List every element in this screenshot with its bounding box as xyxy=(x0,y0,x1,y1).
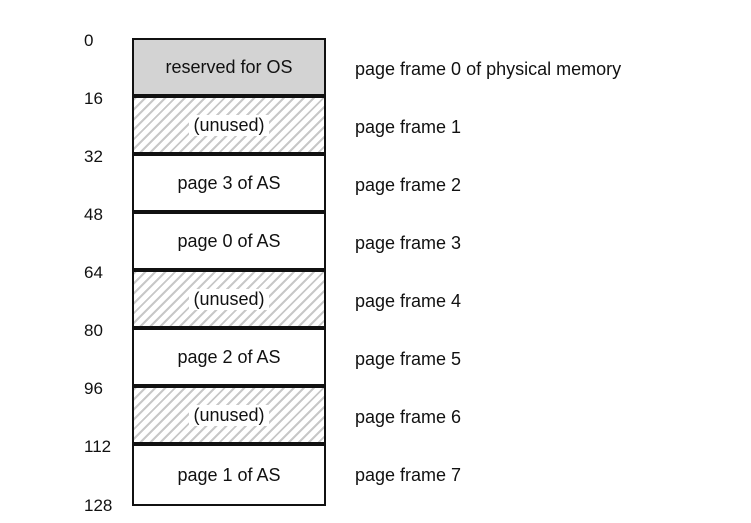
frame-box-5: page 2 of AS xyxy=(132,328,326,386)
address-label: 64 xyxy=(84,263,103,282)
address-label: 112 xyxy=(84,437,112,456)
frame-box-3: page 0 of AS xyxy=(132,212,326,270)
frame-content: reserved for OS xyxy=(165,56,293,77)
address-label: 0 xyxy=(84,31,94,50)
frame-label-0: page frame 0 of physical memory xyxy=(355,59,622,79)
address-label: 48 xyxy=(84,205,103,224)
frame-label-3: page frame 3 xyxy=(355,233,462,253)
frame-label-4: page frame 4 xyxy=(355,291,462,311)
frame-content: page 3 of AS xyxy=(177,172,281,193)
frame-content: (unused) xyxy=(189,114,269,136)
frame-box-1: (unused) xyxy=(132,96,326,154)
frame-content: page 2 of AS xyxy=(177,346,281,367)
frame-label-5: page frame 5 xyxy=(355,349,462,369)
address-label: 96 xyxy=(84,379,103,398)
address-label: 128 xyxy=(84,496,113,515)
frame-box-0: reserved for OS xyxy=(132,38,326,96)
address-label: 32 xyxy=(84,147,103,166)
address-label: 80 xyxy=(84,321,103,340)
frame-content: (unused) xyxy=(189,288,269,310)
frame-label-6: page frame 6 xyxy=(355,407,462,427)
frame-content: page 0 of AS xyxy=(177,230,281,251)
frame-box-2: page 3 of AS xyxy=(132,154,326,212)
address-label: 16 xyxy=(84,89,103,108)
frame-label-1: page frame 1 xyxy=(355,117,462,137)
frame-box-7: page 1 of AS xyxy=(132,444,326,506)
frame-box-4: (unused) xyxy=(132,270,326,328)
frame-box-6: (unused) xyxy=(132,386,326,444)
frame-content: (unused) xyxy=(189,404,269,426)
frame-label-2: page frame 2 xyxy=(355,175,462,195)
frame-content: page 1 of AS xyxy=(177,464,281,485)
frame-label-7: page frame 7 xyxy=(355,465,462,485)
